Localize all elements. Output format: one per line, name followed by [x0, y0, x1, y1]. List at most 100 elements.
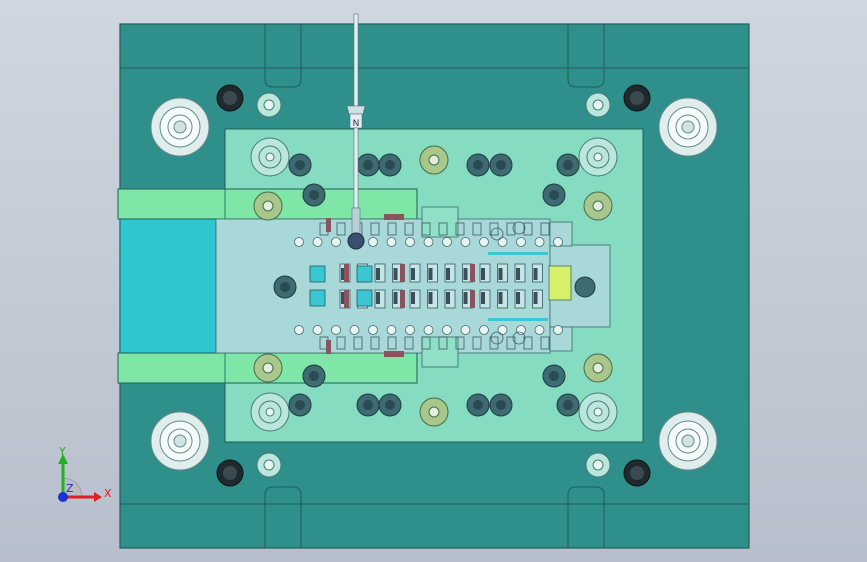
cam-slot — [506, 336, 516, 350]
pierce-punch — [470, 290, 475, 308]
dowel-pin-core — [280, 282, 290, 292]
locator-pin — [574, 276, 596, 298]
x-axis-label: X — [104, 487, 112, 500]
pilot-hole — [460, 325, 471, 335]
guide-pillar-center — [681, 434, 695, 448]
dowel-pin-core — [473, 160, 483, 170]
dowel-pin-core — [563, 160, 573, 170]
punch-upper-core — [533, 268, 538, 280]
cam-slot — [336, 222, 346, 236]
cam-slot — [472, 222, 482, 236]
dowel-pin-core — [563, 400, 573, 410]
cam-slot — [370, 336, 380, 350]
punch-lower-core — [498, 292, 503, 304]
dowel-pin-core — [295, 400, 305, 410]
strip-lifter-bar — [488, 252, 548, 255]
dowel-pin-core — [363, 160, 373, 170]
pilot-punch — [512, 331, 526, 345]
guide-pillar-core — [167, 114, 193, 140]
stop-block — [384, 214, 404, 220]
washer-hole — [263, 459, 275, 471]
pilot-punch — [490, 331, 504, 345]
dowel-pin-core — [496, 400, 506, 410]
punch-lower-core — [446, 292, 450, 304]
cam-slot — [455, 336, 465, 350]
pilot-hole — [386, 237, 397, 247]
cam-slot — [421, 336, 431, 350]
stop-pin — [326, 340, 331, 354]
cam-slot — [523, 336, 533, 350]
socket-bolt-head — [223, 91, 237, 105]
pilot-hole — [479, 237, 489, 247]
dowel-pin-core — [295, 160, 305, 170]
cam-slot — [404, 222, 414, 236]
washer-hole — [592, 459, 604, 471]
pierce-punch — [470, 264, 475, 282]
pilot-hole — [312, 237, 323, 247]
pilot-hole — [405, 237, 415, 247]
lifter-rod[interactable]: N — [346, 13, 366, 250]
pilot-hole — [534, 237, 545, 247]
cam-slot — [438, 222, 448, 236]
spring-plug-core — [428, 154, 440, 166]
guide-bushing-inner — [258, 145, 282, 169]
socket-bolt-head — [223, 466, 237, 480]
pilot-hole — [312, 325, 323, 335]
guide-bushing-center — [265, 152, 275, 162]
cam-slot — [387, 222, 397, 236]
forming-punch — [356, 289, 373, 307]
punch-upper-core — [428, 268, 433, 280]
punch-lower-core — [341, 292, 345, 304]
cam-slot — [387, 336, 397, 350]
punch-upper-core — [393, 268, 398, 280]
punch-upper-core — [446, 268, 450, 280]
guide-pillar-core — [675, 114, 701, 140]
pilot-hole — [553, 237, 563, 247]
cam-slot — [540, 222, 550, 236]
guide-bushing-inner — [586, 145, 610, 169]
pilot-hole — [294, 325, 304, 335]
guide-pillars — [150, 97, 718, 471]
pilot-hole — [331, 237, 341, 247]
feed-block[interactable] — [119, 218, 217, 354]
dowel-pin-core — [309, 190, 319, 200]
stop-pin — [326, 218, 331, 232]
punch-upper-core — [463, 268, 468, 280]
cam-slot — [489, 222, 499, 236]
punch-upper-core — [341, 268, 345, 280]
pilot-hole — [442, 237, 452, 247]
pierce-punch — [344, 290, 349, 308]
dowel-pin-core — [385, 160, 395, 170]
die-insert-plate[interactable] — [215, 206, 611, 368]
socket-bolt-head — [630, 466, 644, 480]
guide-pillar-core — [675, 428, 701, 454]
punch-lower-core — [393, 292, 398, 304]
pilot-hole — [423, 325, 434, 335]
socket-bolt-head — [630, 91, 644, 105]
cam-slot — [353, 336, 363, 350]
pilot-hole — [479, 325, 489, 335]
punch-lower-core — [376, 292, 380, 304]
pilot-hole — [516, 237, 526, 247]
spring-plug-core — [592, 362, 604, 374]
y-axis-label: Y — [58, 445, 66, 458]
pilot-hole — [553, 325, 563, 335]
guide-pillar-center — [173, 434, 187, 448]
guide-pillar-core — [167, 428, 193, 454]
guide-bushing-inner — [586, 400, 610, 424]
pierce-punch — [400, 264, 405, 282]
cam-slot — [336, 336, 346, 350]
pilot-hole — [368, 237, 378, 247]
dowel-pin-core — [363, 400, 373, 410]
cam-slot — [438, 336, 448, 350]
punch-stations — [309, 214, 550, 357]
dowel-pin-core — [385, 400, 395, 410]
spring-plug-core — [592, 200, 604, 212]
rod-label: N — [353, 119, 360, 129]
strip-lifter-bar — [488, 318, 548, 321]
z-axis-label: Z — [66, 482, 74, 495]
punch-lower-core — [428, 292, 433, 304]
pilot-hole — [534, 325, 545, 335]
punch-upper-core — [411, 268, 415, 280]
